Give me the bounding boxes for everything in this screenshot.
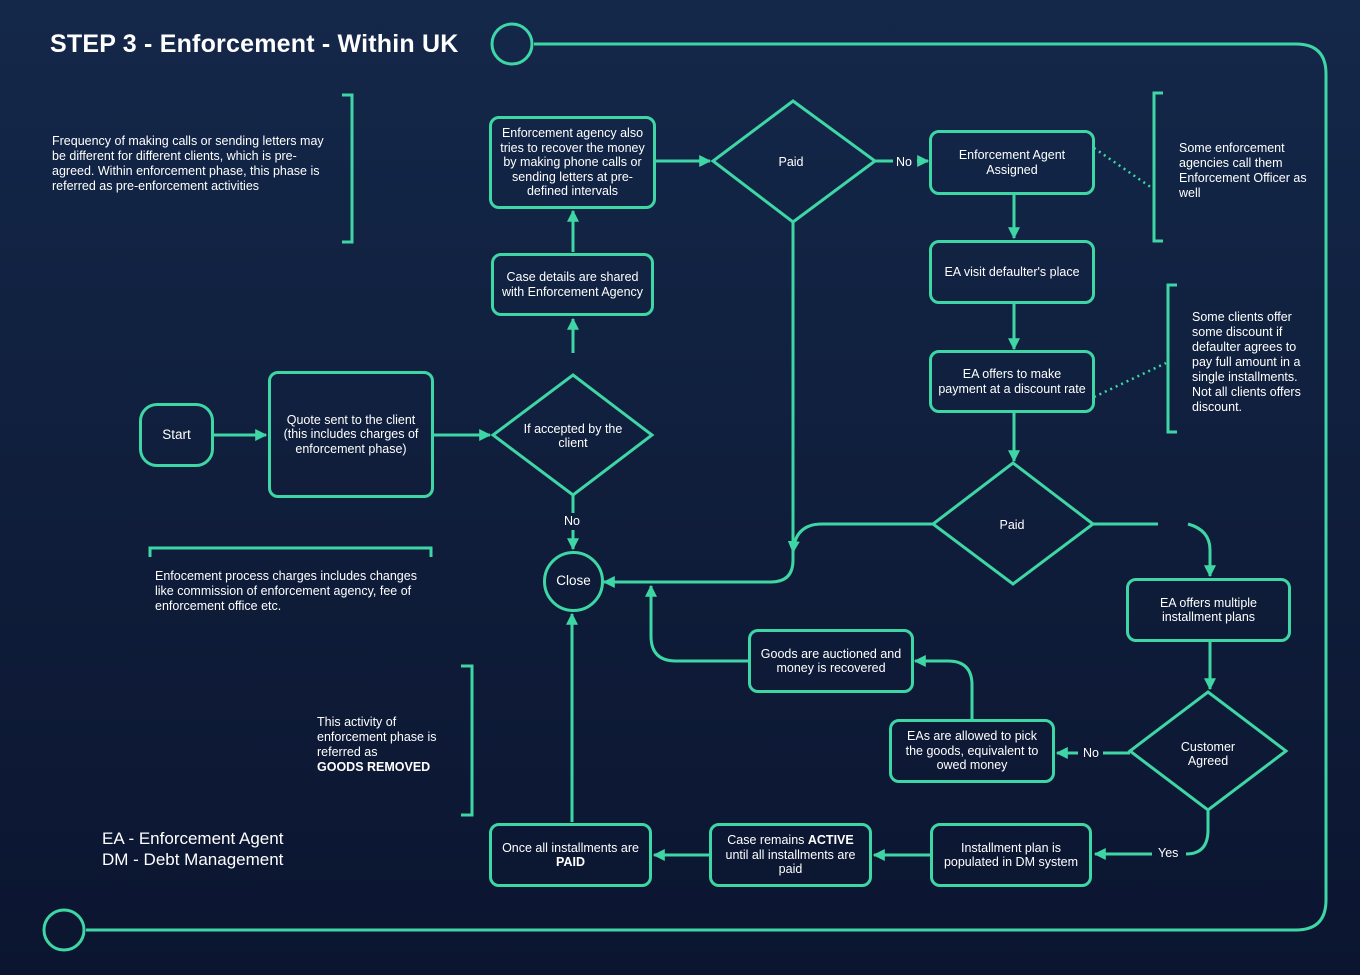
frame-line: [86, 42, 1328, 932]
auctioned-box: Goods are auctioned and money is recover…: [748, 629, 914, 693]
pick-goods-box: EAs are allowed to pick the goods, equiv…: [889, 719, 1055, 783]
edge-label-no-paid: No: [896, 155, 912, 169]
edge-pick-auction: [913, 655, 974, 719]
note-officer: Some enforcement agencies call them Enfo…: [1179, 141, 1307, 200]
note-discount: Some clients offer some discount if defa…: [1192, 310, 1301, 414]
close-node: Close: [543, 551, 604, 612]
all-paid-text: Once all installments are: [502, 840, 639, 855]
legend: EA - Enforcement Agent DM - Debt Managem…: [102, 828, 283, 870]
diamond-paid-2: [930, 461, 1096, 586]
edge-label-yes-agreed: Yes: [1158, 846, 1179, 860]
all-paid-box: Once all installments are PAID: [489, 823, 652, 887]
case-active-label: Case remains ACTIVE until all installmen…: [718, 833, 863, 877]
ea-discount-label: EA offers to make payment at a discount …: [938, 367, 1086, 396]
ea-assigned-box: Enforcement Agent Assigned: [929, 130, 1095, 195]
note-goods-bold: GOODS REMOVED: [317, 760, 431, 774]
ea-assigned-label: Enforcement Agent Assigned: [958, 148, 1066, 177]
note-charges: Enfocement process charges includes chan…: [155, 569, 417, 613]
edge-paid1-close: [602, 222, 795, 588]
bracket-goods: [461, 664, 474, 817]
edge-label-no-agreed: No: [1083, 746, 1099, 760]
case-shared-label: Case details are shared with Enforcement…: [501, 270, 644, 299]
ea-discount-box: EA offers to make payment at a discount …: [929, 350, 1095, 413]
start-node: Start: [139, 403, 214, 467]
ea-visit-box: EA visit defaulter's place: [929, 240, 1095, 304]
note-frequency: Frequency of making calls or sending let…: [52, 134, 324, 193]
plan-populated-box: Installment plan is populated in DM syst…: [930, 823, 1092, 887]
agency-recover-box: Enforcement agency also tries to recover…: [489, 116, 656, 209]
customer-agreed-label: Customer Agreed: [1180, 739, 1236, 769]
ea-visit-label: EA visit defaulter's place: [944, 264, 1080, 279]
bracket-discount: [1166, 283, 1177, 434]
legend-dm: DM - Debt Management: [102, 850, 284, 869]
edge-paid2-close: [787, 522, 933, 554]
auctioned-label: Goods are auctioned and money is recover…: [760, 646, 902, 676]
frame-top-circle: [490, 22, 534, 66]
accepted-label: If accepted by the client: [523, 421, 623, 451]
agency-recover-label: Enforcement agency also tries to recover…: [500, 126, 645, 199]
paid-1-label: Paid: [778, 154, 804, 169]
edge-agreed-yes: [1095, 810, 1210, 854]
pick-goods-label: EAs are allowed to pick the goods, equiv…: [905, 729, 1039, 773]
note-goods-removed: This activity of enforcement phase is re…: [317, 715, 452, 775]
paid-2-label: Paid: [999, 517, 1025, 532]
start-label: Start: [162, 426, 191, 442]
case-active-bold: ACTIVE: [807, 833, 854, 848]
case-active-text-2: until all installments are paid: [725, 847, 856, 877]
dotted-link-discount: [1093, 361, 1167, 399]
edge-label-no-accepted: No: [564, 514, 580, 528]
quote-box: Quote sent to the client (this includes …: [268, 371, 434, 498]
bracket-charges: [148, 546, 433, 557]
case-active-text-1: Case remains: [727, 833, 808, 848]
all-paid-bold: PAID: [556, 855, 585, 869]
note-goods-text: This activity of enforcement phase is re…: [317, 715, 437, 759]
bracket-frequency: [342, 93, 354, 244]
frame-bottom-circle: [42, 908, 86, 952]
ea-installments-label: EA offers multiple installment plans: [1159, 595, 1258, 625]
all-paid-label: Once all installments are PAID: [498, 841, 643, 870]
dotted-link-officer: [1093, 146, 1153, 190]
plan-populated-label: Installment plan is populated in DM syst…: [943, 840, 1079, 870]
bracket-officer: [1152, 91, 1163, 243]
page-title: STEP 3 - Enforcement - Within UK: [50, 30, 459, 58]
case-active-box: Case remains ACTIVE until all installmen…: [709, 823, 872, 887]
edge-auction-close: [645, 584, 749, 663]
close-label: Close: [556, 573, 591, 589]
edge-paid2-installments: [1093, 522, 1210, 576]
quote-label: Quote sent to the client (this includes …: [283, 412, 419, 456]
legend-ea: EA - Enforcement Agent: [102, 829, 284, 848]
ea-installments-box: EA offers multiple installment plans: [1126, 578, 1291, 642]
case-shared-box: Case details are shared with Enforcement…: [491, 253, 654, 316]
